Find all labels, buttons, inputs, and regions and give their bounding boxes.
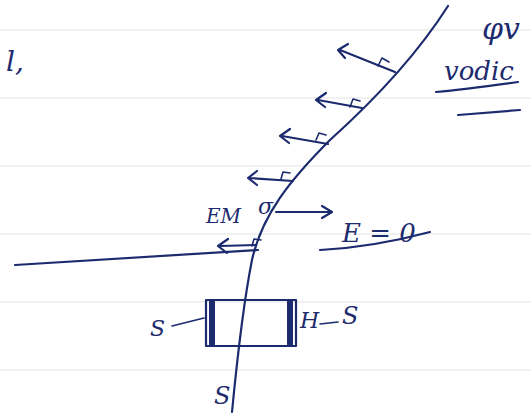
conductor-surface [232,6,448,412]
area-label: S [150,318,165,340]
surface-label: S [214,384,230,408]
ruled-lines [0,30,531,370]
potential-label: φv [482,14,520,44]
margin-note: l, [6,48,24,76]
gauss-pillbox [206,300,296,346]
area-label: S [342,304,358,328]
field-zero-label: E = 0 [342,220,416,246]
charge-density-label: σ [258,196,273,218]
side-stroke [458,110,520,115]
height-label: H [300,310,319,332]
conductor-label: vodic [444,58,514,84]
sigma-arrow [276,206,332,218]
field-label: EM [206,206,241,226]
right-angle-marks [252,58,389,246]
field-arrows [15,44,395,265]
